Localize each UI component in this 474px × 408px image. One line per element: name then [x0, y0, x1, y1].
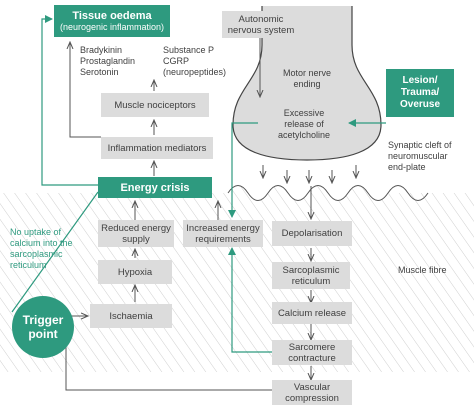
- crisis-to-trigger-line: [11, 191, 99, 313]
- muscle-nociceptors-box: Muscle nociceptors: [101, 93, 209, 117]
- energy-crisis-box: Energy crisis: [98, 177, 212, 198]
- sarcomere-contracture-box: Sarcomere contracture: [272, 340, 352, 365]
- sarcoplasmic-line2: reticulum: [291, 275, 331, 287]
- no-uptake-line4: reticulum: [10, 260, 47, 270]
- acetylcholine-line2: release of: [284, 119, 324, 129]
- mediator-prostaglandin: Prostaglandin: [80, 56, 136, 66]
- ischaemia-box: Ischaemia: [90, 304, 172, 328]
- lesion-trauma-overuse-box: Lesion/ Trauma/ Overuse: [386, 69, 454, 117]
- sarcomere-line1: Sarcomere: [288, 341, 336, 353]
- tissue-oedema-subtitle: (neurogenic inflammation): [59, 22, 165, 32]
- inflammation-mediators-box: Inflammation mediators: [101, 137, 213, 159]
- mediator-serotonin: Serotonin: [80, 67, 119, 77]
- mediators-to-oedema-line: [70, 42, 101, 138]
- ach-to-increased-energy-line: [228, 122, 258, 218]
- mediator-bradykinin: Bradykinin: [80, 45, 123, 55]
- hypoxia-box: Hypoxia: [98, 260, 172, 284]
- synaptic-cleft-label: Synaptic cleft of neuromuscular end-plat…: [388, 140, 452, 173]
- autonomic-line1: Autonomic: [238, 13, 284, 25]
- lesion-line2: Trauma/: [400, 87, 440, 98]
- no-uptake-label: No uptake of calcium into the sarcoplasm…: [10, 227, 73, 271]
- no-uptake-line1: No uptake of: [10, 227, 62, 237]
- vascular-line2: compression: [285, 392, 339, 404]
- synaptic-line1: Synaptic cleft of: [388, 140, 452, 150]
- ischaemia-label: Ischaemia: [109, 310, 153, 322]
- energy-crisis-label: Energy crisis: [120, 181, 190, 194]
- cleft-membrane: [227, 185, 429, 201]
- trigger-line2: point: [28, 327, 58, 341]
- depolarisation-label: Depolarisation: [281, 228, 343, 239]
- vascular-to-ischaemia-line: [65, 316, 272, 391]
- muscle-fibre-label: Muscle fibre: [398, 265, 447, 276]
- increased-energy-requirements-box: Increased energy requirements: [183, 220, 263, 247]
- calcium-release-label: Calcium release: [277, 307, 347, 319]
- depolarisation-box: Depolarisation: [272, 221, 352, 246]
- mediator-neuropeptides: (neuropeptides): [163, 67, 227, 77]
- increased-energy-line2: requirements: [195, 233, 251, 245]
- vascular-compression-box: Vascular compression: [272, 380, 352, 405]
- acetylcholine-label: Excessive release of acetylcholine: [258, 108, 350, 141]
- hypoxia-label: Hypoxia: [117, 266, 153, 278]
- tissue-oedema-box: Tissue oedema (neurogenic inflammation): [54, 5, 170, 37]
- mediator-substance-p: Substance P: [163, 45, 215, 55]
- motor-nerve-line1: Motor nerve: [282, 68, 332, 78]
- inflammation-mediators-label: Inflammation mediators: [107, 142, 207, 154]
- motor-nerve-ending-label: Motor nerve ending: [282, 68, 332, 90]
- lesion-line3: Overuse: [399, 99, 441, 110]
- vascular-line1: Vascular: [293, 381, 331, 393]
- synaptic-line2: neuromuscular: [388, 151, 448, 161]
- acetylcholine-line1: Excessive: [283, 108, 325, 118]
- lesion-line1: Lesion/: [402, 75, 438, 86]
- reduced-energy-line2: supply: [122, 233, 150, 245]
- mediator-cgrp: CGRP: [163, 56, 190, 66]
- motor-nerve-line2: ending: [293, 79, 321, 89]
- no-uptake-line2: calcium into the: [10, 238, 73, 248]
- synaptic-line3: end-plate: [388, 162, 426, 172]
- nerve-ending-shape: [232, 6, 382, 161]
- trigger-point-circle: Trigger point: [12, 296, 74, 358]
- autonomic-line2: nervous system: [227, 24, 295, 36]
- sarcomere-to-increased-energy-line: [228, 247, 272, 353]
- sarcoplasmic-reticulum-box: Sarcoplasmic reticulum: [272, 262, 350, 289]
- sarcoplasmic-line1: Sarcoplasmic: [282, 264, 340, 276]
- sarcomere-line2: contracture: [288, 352, 336, 364]
- release-arrows: [263, 165, 356, 183]
- reduced-energy-line1: Reduced energy: [101, 222, 171, 234]
- muscle-nociceptors-label: Muscle nociceptors: [114, 99, 196, 111]
- muscle-fibre-region: [0, 185, 474, 372]
- mediators-left-list: Bradykinin Prostaglandin Serotonin: [80, 45, 135, 78]
- trigger-line1: Trigger: [22, 313, 64, 327]
- muscle-fibre-text: Muscle fibre: [398, 265, 447, 275]
- increased-energy-line1: Increased energy: [186, 222, 260, 234]
- crisis-to-oedema-line: [41, 15, 98, 186]
- calcium-release-box: Calcium release: [272, 302, 352, 324]
- acetylcholine-line3: acetylcholine: [277, 130, 331, 140]
- reduced-energy-supply-box: Reduced energy supply: [98, 220, 174, 247]
- mediators-right-list: Substance P CGRP (neuropeptides): [163, 45, 226, 78]
- grey-arrows: [135, 38, 311, 380]
- tissue-oedema-title: Tissue oedema: [72, 10, 152, 22]
- no-uptake-line3: sarcoplasmic: [10, 249, 63, 259]
- autonomic-nervous-system-box: Autonomic nervous system: [222, 11, 300, 38]
